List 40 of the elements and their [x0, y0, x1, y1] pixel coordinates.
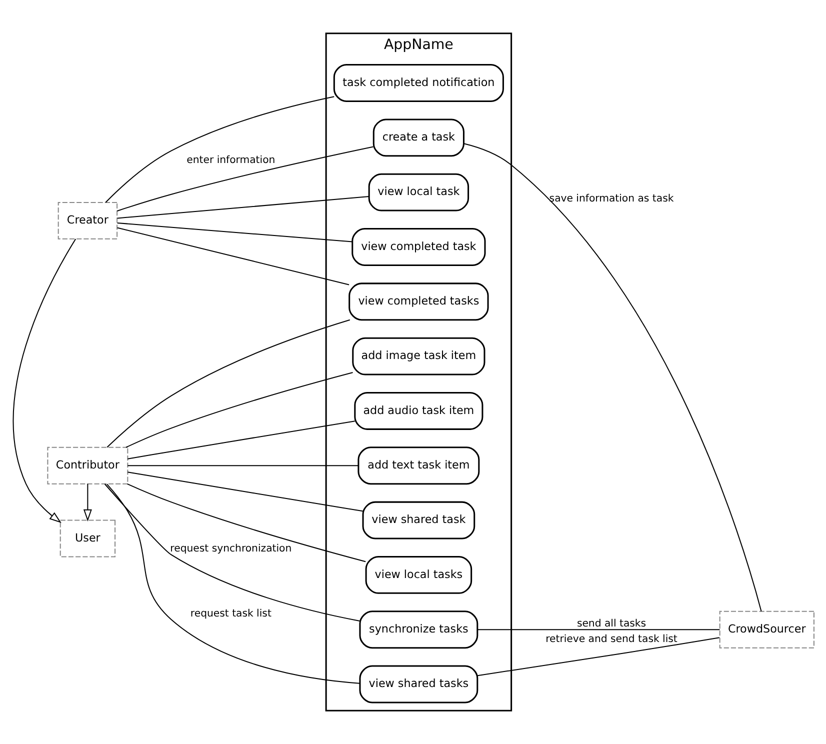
edge-label: enter information — [186, 154, 275, 166]
node-box: User — [59, 520, 116, 558]
connector — [104, 484, 360, 622]
connector — [463, 143, 762, 612]
node-box: Creator — [57, 202, 118, 240]
connector — [126, 483, 366, 562]
edge-label: request task list — [190, 608, 271, 620]
connector — [106, 319, 350, 448]
connector — [127, 420, 354, 460]
node-box: view local task — [368, 173, 469, 212]
connector — [477, 629, 720, 630]
node-box: view completed tasks — [348, 282, 488, 321]
node-box: add image task item — [352, 337, 485, 376]
connector — [116, 146, 373, 212]
node-box: view completed task — [351, 228, 486, 266]
arrow — [82, 484, 92, 522]
node-box: view local tasks — [364, 556, 472, 594]
node-box: task completed notification — [332, 64, 504, 102]
node-box: Contributor — [46, 446, 128, 484]
connector — [116, 222, 352, 242]
connector — [116, 196, 368, 219]
node-box: add audio task item — [354, 392, 483, 430]
connector — [127, 472, 362, 512]
connector — [476, 637, 719, 676]
connector — [116, 227, 349, 286]
edge-label: save information as task — [548, 193, 674, 204]
node-box: create a task — [372, 118, 464, 157]
node-box: view shared tasks — [358, 665, 478, 704]
connector — [106, 484, 360, 684]
connector — [125, 372, 352, 448]
connector — [104, 96, 334, 203]
node-box: synchronize tasks — [358, 610, 478, 649]
node-box: add text task item — [357, 446, 480, 485]
edge-label: retrieve and send task list — [545, 634, 677, 645]
node-box: CrowdSourcer — [718, 610, 814, 648]
node-box: view shared task — [362, 501, 475, 540]
connector — [127, 465, 358, 466]
arrow — [12, 238, 76, 524]
edge-label: send all tasks — [576, 618, 646, 630]
edge-label: request synchronization — [170, 544, 292, 555]
